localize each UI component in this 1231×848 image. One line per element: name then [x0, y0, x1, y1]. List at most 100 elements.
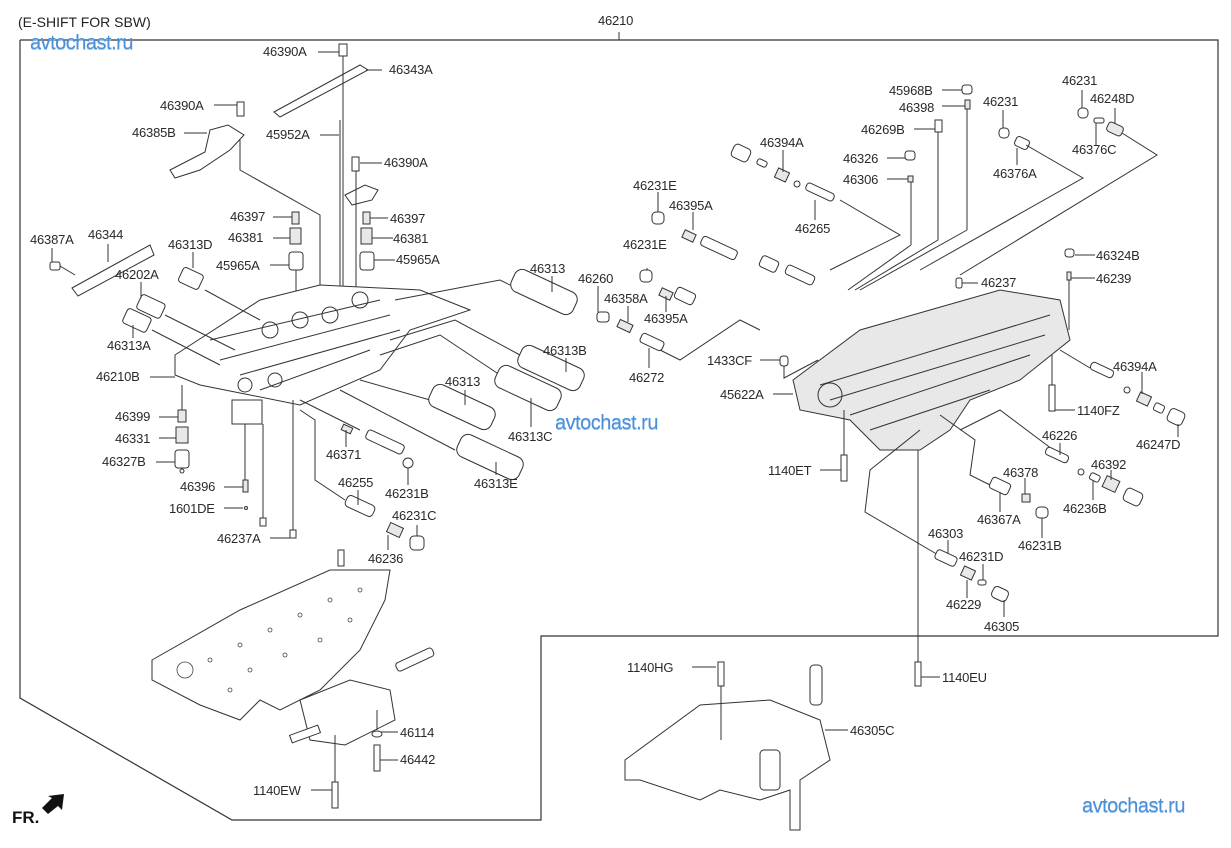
part-label[interactable]: 46313B	[543, 343, 587, 358]
part-label[interactable]: 46331	[115, 431, 151, 446]
bolt-46442	[373, 744, 381, 772]
part-label[interactable]: 46305	[984, 619, 1020, 634]
part-label[interactable]: 46378	[1003, 465, 1039, 480]
part-label[interactable]: 46231C	[392, 508, 437, 523]
part-label[interactable]: 46260	[578, 271, 614, 286]
part-label[interactable]: 46226	[1042, 428, 1078, 443]
part-label[interactable]: 46269B	[861, 122, 905, 137]
part-label[interactable]: 46231E	[633, 178, 677, 193]
part-label[interactable]: 46390A	[384, 155, 428, 170]
cap-45968B	[961, 84, 973, 95]
part-label[interactable]: 1140EW	[253, 783, 301, 798]
watermark: avtochast.ru	[555, 412, 658, 434]
part-label[interactable]: 46237A	[217, 531, 261, 546]
part-label[interactable]: 46237	[981, 275, 1017, 290]
part-label[interactable]: 46313D	[168, 237, 213, 252]
valve-body-46210B	[174, 284, 472, 406]
part-label[interactable]: 46231	[1062, 73, 1098, 88]
part-label[interactable]: 1140EU	[942, 670, 987, 685]
part-label[interactable]: 46344	[88, 227, 124, 242]
part-label[interactable]: 1140FZ	[1077, 403, 1120, 418]
part-label[interactable]: 1140ET	[768, 463, 812, 478]
front-indicator: FR.	[12, 808, 40, 827]
part-label[interactable]: 1433CF	[707, 353, 753, 368]
part-label[interactable]: 45622A	[720, 387, 764, 402]
bolt-46390A-2	[236, 101, 245, 117]
valve-46371	[365, 429, 405, 455]
part-label[interactable]: 1140HG	[627, 660, 674, 675]
part-label[interactable]: 46231E	[623, 237, 667, 252]
part-label[interactable]: 46313E	[474, 476, 518, 491]
assembly-number-label[interactable]: 46210	[598, 13, 634, 28]
part-label[interactable]: 46398	[899, 100, 935, 115]
part-label[interactable]: 46231B	[1018, 538, 1062, 553]
part-label[interactable]: 45965A	[216, 258, 260, 273]
part-label[interactable]: 46376C	[1072, 142, 1117, 157]
part-label[interactable]: 46397	[230, 209, 266, 224]
spring-46397	[291, 211, 300, 225]
part-label[interactable]: 46324B	[1096, 248, 1140, 263]
part-label[interactable]: 46399	[115, 409, 151, 424]
part-label[interactable]: 46272	[629, 370, 665, 385]
part-label[interactable]: 1601DE	[169, 501, 215, 516]
part-label[interactable]: 46376A	[993, 166, 1037, 181]
part-label[interactable]: 45965A	[396, 252, 440, 267]
part-label[interactable]: 46229	[946, 597, 982, 612]
part-label[interactable]: 46396	[180, 479, 216, 494]
part-label[interactable]: 46390A	[160, 98, 204, 113]
pin-46236B	[1088, 472, 1101, 483]
part-label[interactable]: 46231	[983, 94, 1019, 109]
part-label[interactable]: 46313A	[107, 338, 151, 353]
part-label[interactable]: 46392	[1091, 457, 1127, 472]
part-label[interactable]: 46306	[843, 172, 879, 187]
sensor	[395, 647, 435, 672]
bolt-1140ET	[840, 454, 848, 482]
part-label[interactable]: 46255	[338, 475, 374, 490]
part-label[interactable]: 46395A	[644, 311, 688, 326]
part-label[interactable]: 46343A	[389, 62, 433, 77]
spring-46236	[385, 521, 405, 539]
part-label[interactable]: 46381	[393, 231, 429, 246]
part-label[interactable]: 46327B	[102, 454, 146, 469]
part-label[interactable]: 46114	[400, 725, 435, 740]
part-label[interactable]: 46248D	[1090, 91, 1135, 106]
part-label[interactable]: 46326	[843, 151, 879, 166]
part-label[interactable]: 46358A	[604, 291, 648, 306]
part-label[interactable]: 46313C	[508, 429, 553, 444]
part-label[interactable]: 46303	[928, 526, 964, 541]
part-label[interactable]: 46236B	[1063, 501, 1107, 516]
part-label[interactable]: 46442	[400, 752, 436, 767]
part-label[interactable]: 46397	[390, 211, 426, 226]
part-label[interactable]: 46394A	[1113, 359, 1157, 374]
part-label[interactable]: 46313	[530, 261, 566, 276]
valve-train-46395A	[700, 235, 738, 261]
part-label[interactable]: 46367A	[977, 512, 1021, 527]
part-label[interactable]: 46210B	[96, 369, 140, 384]
part-label[interactable]: 45952A	[266, 127, 310, 142]
cap-46326	[904, 150, 916, 161]
part-label[interactable]: 46305C	[850, 723, 895, 738]
part-label[interactable]: 46390A	[263, 44, 307, 59]
part-label[interactable]: 46231B	[385, 486, 429, 501]
diagram-title: (E-SHIFT FOR SBW)	[18, 14, 151, 30]
part-label[interactable]: 46394A	[760, 135, 804, 150]
part-label[interactable]: 46239	[1096, 271, 1132, 286]
part-label[interactable]: 46247D	[1136, 437, 1181, 452]
part-label[interactable]: 46387A	[30, 232, 74, 247]
part-label[interactable]: 46313	[445, 374, 481, 389]
part-label[interactable]: 46231D	[959, 549, 1004, 564]
bolt-46390A	[338, 43, 348, 57]
part-label[interactable]: 46236	[368, 551, 404, 566]
part-label[interactable]: 46395A	[669, 198, 713, 213]
part-label[interactable]: 46202A	[115, 267, 159, 282]
solenoid-46313C	[494, 364, 562, 412]
solenoid-46313-2	[428, 383, 496, 431]
part-label[interactable]: 46385B	[132, 125, 176, 140]
sleeve-46376A	[1014, 135, 1030, 151]
part-label[interactable]: 46265	[795, 221, 831, 236]
plug-46231E-2	[639, 269, 653, 283]
part-label[interactable]: 45968B	[889, 83, 933, 98]
part-label[interactable]: 46381	[228, 230, 264, 245]
part-label[interactable]: 46371	[326, 447, 362, 462]
spring-46358A	[616, 318, 634, 334]
